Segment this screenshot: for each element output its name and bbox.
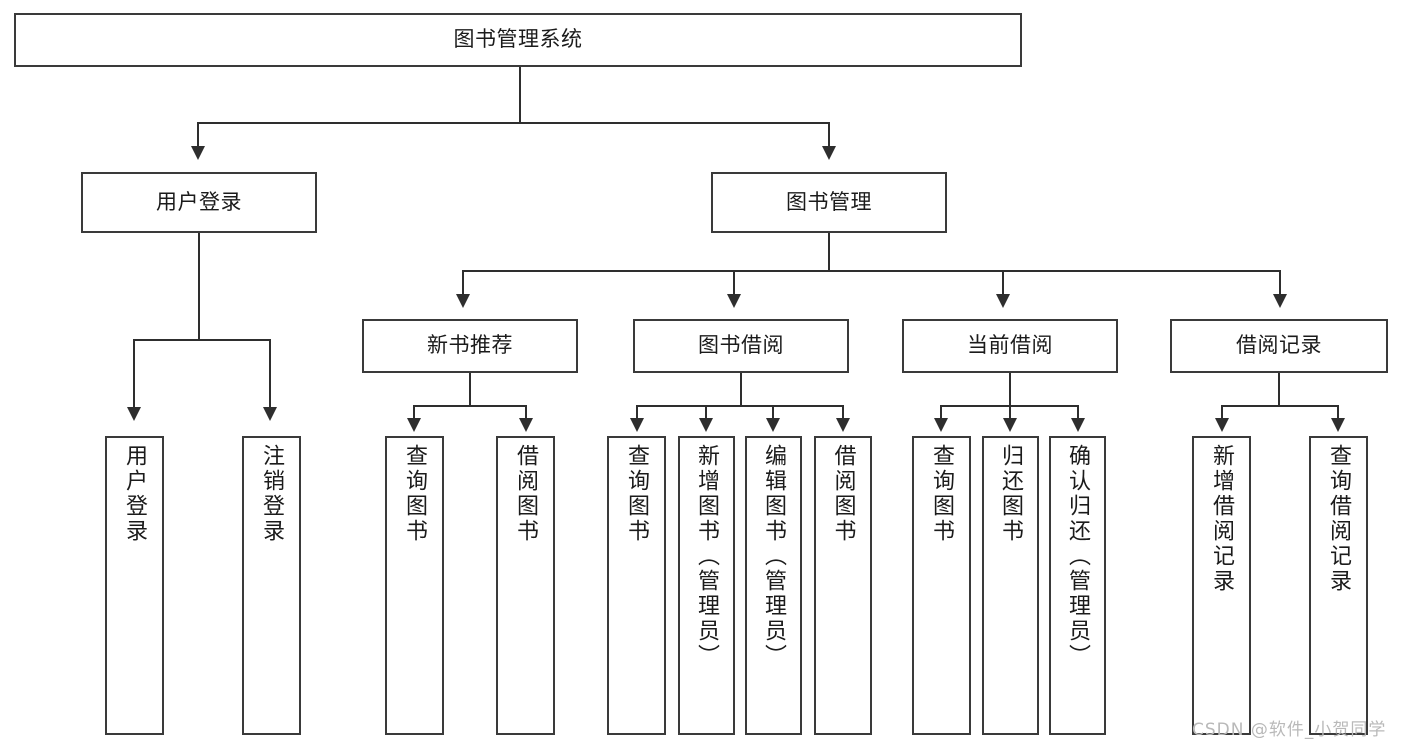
connector-borrow-record-stem [1278, 373, 1280, 406]
leaf-label: 新增图书（管理员） [694, 444, 720, 669]
leaf-borrow-book-recommend[interactable]: 借阅图书 [496, 436, 555, 735]
leaf-return-book[interactable]: 归还图书 [982, 436, 1039, 735]
leaf-label: 查询图书 [402, 444, 428, 544]
connector-user-login-bar [134, 339, 271, 341]
node-label: 新书推荐 [427, 333, 513, 358]
connector-book-borrow-bar [637, 405, 844, 407]
arrow-to-leaf-query-book-2 [630, 418, 644, 432]
connector-borrow-record-bar [1222, 405, 1339, 407]
node-new-book-recommend[interactable]: 新书推荐 [362, 319, 578, 373]
leaf-label: 查询借阅记录 [1326, 444, 1352, 594]
connector-book-management-stem [828, 233, 830, 271]
connector-borrow-record-drop-2 [1337, 405, 1339, 418]
arrow-to-borrow-record [1273, 294, 1287, 308]
connector-level2-drop-right [828, 122, 830, 146]
arrow-to-current-borrow [996, 294, 1010, 308]
leaf-edit-book-admin[interactable]: 编辑图书（管理员） [745, 436, 802, 735]
node-borrow-record[interactable]: 借阅记录 [1170, 319, 1388, 373]
connector-current-borrow-drop-1 [940, 405, 942, 418]
connector-borrow-record-drop-1 [1221, 405, 1223, 418]
leaf-label: 用户登录 [122, 444, 148, 544]
connector-new-book-drop-1 [413, 405, 415, 418]
arrow-to-user-login [191, 146, 205, 160]
connector-book-borrow-drop-4 [842, 405, 844, 418]
connector-new-book-stem [469, 373, 471, 406]
node-root-book-management-system[interactable]: 图书管理系统 [14, 13, 1022, 67]
connector-user-login-drop-2 [269, 339, 271, 407]
connector-level3-drop-2 [733, 270, 735, 294]
node-label: 当前借阅 [967, 333, 1053, 358]
node-book-management[interactable]: 图书管理 [711, 172, 947, 233]
leaf-label: 查询图书 [624, 444, 650, 544]
leaf-label: 确认归还（管理员） [1065, 444, 1091, 669]
connector-current-borrow-drop-3 [1077, 405, 1079, 418]
connector-level3-drop-1 [462, 270, 464, 294]
arrow-to-leaf-add-book [699, 418, 713, 432]
leaf-borrow-book-borrow[interactable]: 借阅图书 [814, 436, 872, 735]
arrow-to-leaf-query-book-3 [934, 418, 948, 432]
node-book-borrow[interactable]: 图书借阅 [633, 319, 849, 373]
arrow-to-leaf-return-book [1003, 418, 1017, 432]
leaf-label: 注销登录 [259, 444, 285, 544]
node-label: 图书管理系统 [453, 27, 583, 52]
arrow-to-leaf-confirm-return [1071, 418, 1085, 432]
node-label: 借阅记录 [1236, 333, 1322, 358]
node-label: 用户登录 [156, 189, 242, 214]
connector-current-borrow-stem [1009, 373, 1011, 406]
node-current-borrow[interactable]: 当前借阅 [902, 319, 1118, 373]
arrow-to-leaf-query-record [1331, 418, 1345, 432]
connector-book-borrow-drop-2 [705, 405, 707, 418]
arrow-to-new-book-recommend [456, 294, 470, 308]
leaf-label: 新增借阅记录 [1209, 444, 1235, 594]
connector-book-borrow-drop-3 [772, 405, 774, 418]
arrow-to-book-borrow [727, 294, 741, 308]
leaf-add-borrow-record[interactable]: 新增借阅记录 [1192, 436, 1251, 735]
leaf-query-book-current[interactable]: 查询图书 [912, 436, 971, 735]
connector-level3-bar [463, 270, 1280, 272]
arrow-to-leaf-user-login [127, 407, 141, 421]
connector-new-book-bar [414, 405, 527, 407]
node-label: 图书借阅 [698, 333, 784, 358]
leaf-label: 查询图书 [929, 444, 955, 544]
arrow-to-leaf-add-record [1215, 418, 1229, 432]
arrow-to-leaf-borrow-book-2 [836, 418, 850, 432]
connector-user-login-drop-1 [133, 339, 135, 407]
leaf-label: 编辑图书（管理员） [761, 444, 787, 669]
connector-level3-drop-4 [1279, 270, 1281, 294]
leaf-logout[interactable]: 注销登录 [242, 436, 301, 735]
leaf-label: 归还图书 [998, 444, 1024, 544]
leaf-confirm-return-admin[interactable]: 确认归还（管理员） [1049, 436, 1106, 735]
leaf-add-book-admin[interactable]: 新增图书（管理员） [678, 436, 735, 735]
arrow-to-book-management [822, 146, 836, 160]
connector-current-borrow-drop-2 [1009, 405, 1011, 418]
connector-new-book-drop-2 [525, 405, 527, 418]
leaf-query-book-borrow[interactable]: 查询图书 [607, 436, 666, 735]
node-user-login[interactable]: 用户登录 [81, 172, 317, 233]
arrow-to-leaf-edit-book [766, 418, 780, 432]
node-label: 图书管理 [786, 189, 872, 214]
leaf-label: 借阅图书 [513, 444, 539, 544]
leaf-query-book-recommend[interactable]: 查询图书 [385, 436, 444, 735]
arrow-to-leaf-borrow-book-1 [519, 418, 533, 432]
arrow-to-leaf-logout [263, 407, 277, 421]
connector-level3-drop-3 [1002, 270, 1004, 294]
arrow-to-leaf-query-book-1 [407, 418, 421, 432]
leaf-query-borrow-record[interactable]: 查询借阅记录 [1309, 436, 1368, 735]
leaf-label: 借阅图书 [830, 444, 856, 544]
connector-root-stem [519, 67, 521, 123]
connector-level2-bar [198, 122, 830, 124]
connector-book-borrow-drop-1 [636, 405, 638, 418]
connector-level2-drop-left [197, 122, 199, 146]
leaf-user-login[interactable]: 用户登录 [105, 436, 164, 735]
connector-user-login-stem [198, 233, 200, 340]
connector-book-borrow-stem [740, 373, 742, 406]
